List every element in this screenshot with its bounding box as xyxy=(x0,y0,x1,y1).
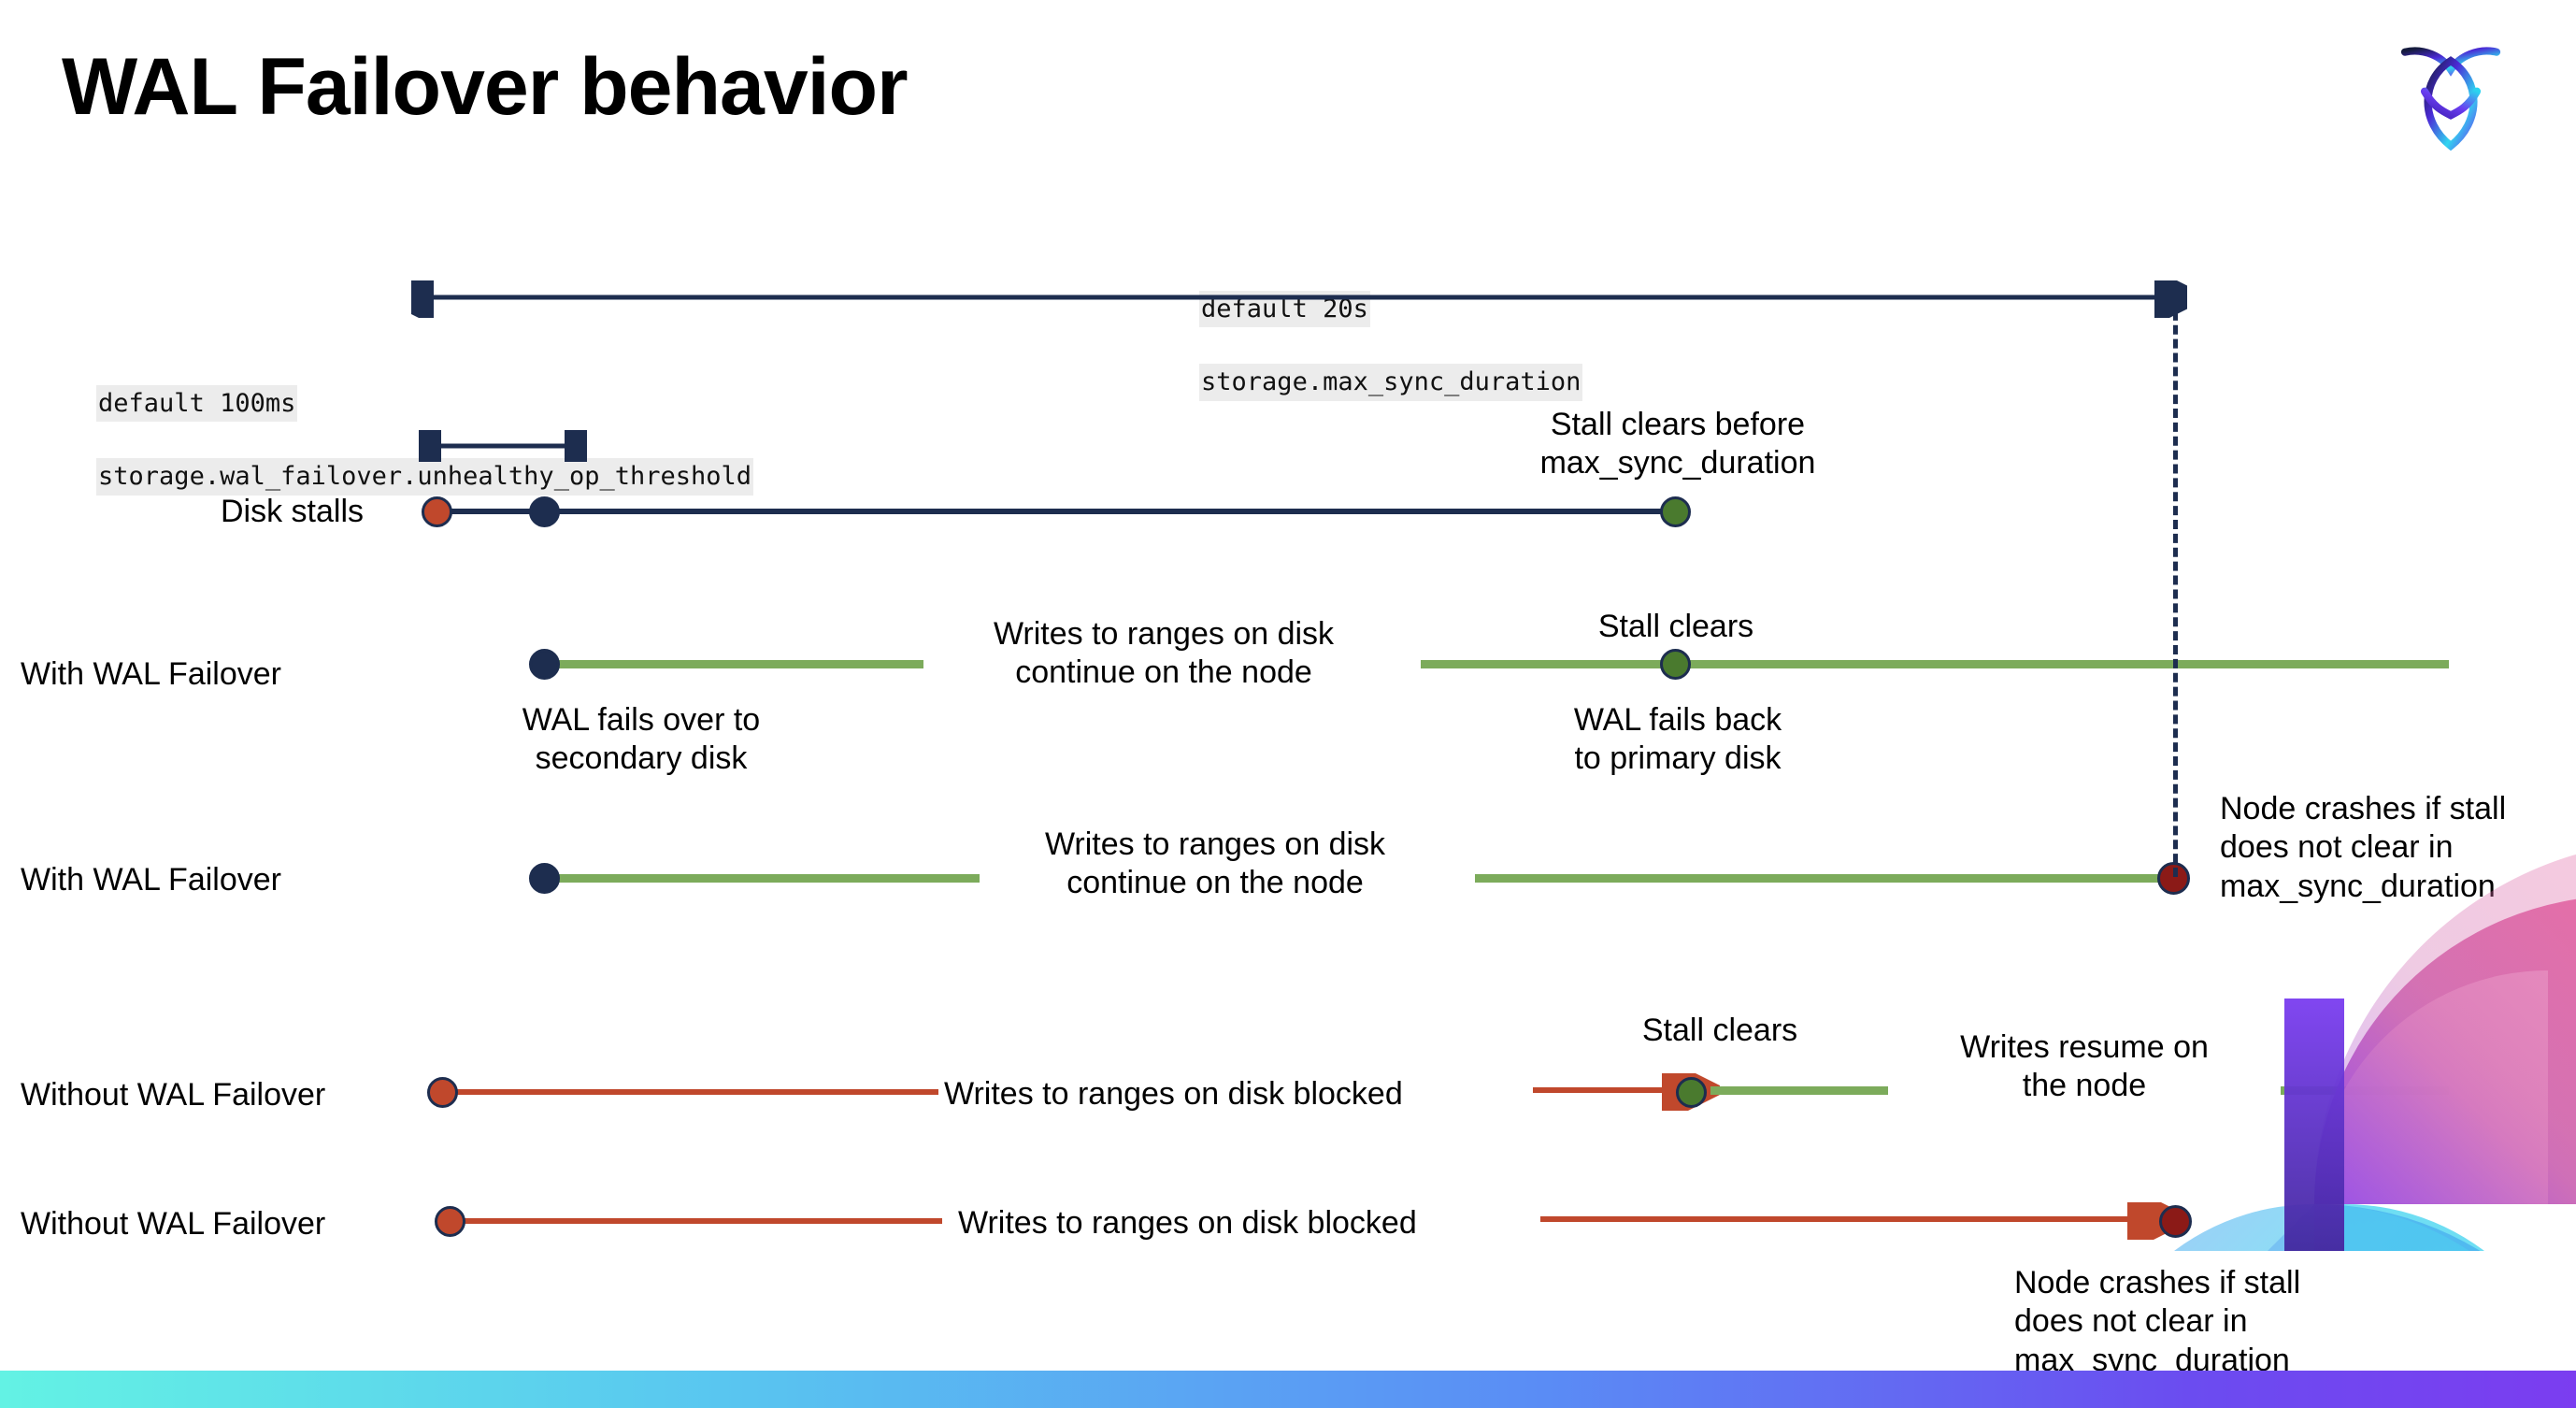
note-stall-clears-2: Stall clears xyxy=(1641,1013,1798,1048)
wal-failover-start-dot-2 xyxy=(529,863,560,894)
without-failover-stall-start-dot-2 xyxy=(435,1206,465,1237)
note-wal-fails-over: WAL fails over to secondary disk xyxy=(522,702,761,777)
note-stall-clears-before-max-sync: Stall clears before max_sync_duration xyxy=(1539,407,1816,481)
max-sync-duration-span-arrow xyxy=(411,280,2187,318)
note-writes-resume: Writes resume on the node xyxy=(1960,1029,2209,1104)
row-label-without-wal-failover-1: Without WAL Failover xyxy=(21,1077,326,1113)
wal-failover-crash-line-left xyxy=(542,874,980,883)
note-writes-continue-1: Writes to ranges on disk continue on the… xyxy=(993,616,1335,691)
without-failover-resume-line-1 xyxy=(1710,1086,1888,1095)
without-failover-resume-line-2 xyxy=(2281,1086,2449,1095)
note-writes-continue-2: Writes to ranges on disk continue on the… xyxy=(1044,826,1386,901)
unhealthy-default-label: default 100ms xyxy=(96,385,298,423)
disk-stall-failover-dot xyxy=(529,496,560,527)
wal-failover-start-dot-1 xyxy=(529,649,560,680)
wal-failover-secondary-line-right xyxy=(1421,660,2449,668)
note-node-crashes-2: Node crashes if stall does not clear in … xyxy=(2014,1265,2301,1378)
disk-stall-start-dot xyxy=(422,496,452,527)
row-label-with-wal-failover-2: With WAL Failover xyxy=(21,862,281,898)
note-node-crashes-1: Node crashes if stall does not clear in … xyxy=(2220,791,2507,904)
without-failover-blocked-arrow-2 xyxy=(1540,1202,2185,1240)
unhealthy-op-threshold-span-arrow xyxy=(419,430,587,462)
disk-stalls-timeline xyxy=(439,509,1682,514)
note-wal-fails-back: WAL fails back to primary disk xyxy=(1573,702,1782,777)
row-label-disk-stalls: Disk stalls xyxy=(221,494,365,529)
note-writes-blocked-1: Writes to ranges on disk blocked xyxy=(944,1076,1403,1112)
without-failover-blocked-line-2a xyxy=(456,1218,942,1224)
node-crash-caption-box xyxy=(1982,1251,2576,1382)
row-label-with-wal-failover-1: With WAL Failover xyxy=(21,656,281,692)
node-crash-dot-2 xyxy=(2159,1205,2192,1238)
without-failover-blocked-arrow-1 xyxy=(1533,1073,1720,1111)
disk-stall-clear-dot xyxy=(1660,496,1691,527)
unhealthy-setting-label: storage.wal_failover.unhealthy_op_thresh… xyxy=(96,458,754,496)
max-sync-duration-dashed-connector xyxy=(2173,297,2178,877)
without-failover-blocked-line-1a xyxy=(449,1089,938,1095)
max-sync-setting-label: storage.max_sync_duration xyxy=(1199,364,1583,401)
wal-failover-stall-clear-dot-1 xyxy=(1660,649,1691,680)
without-failover-stall-clear-dot xyxy=(1676,1077,1707,1108)
wal-failover-crash-line-right xyxy=(1475,874,2176,883)
note-writes-blocked-2: Writes to ranges on disk blocked xyxy=(958,1205,1417,1241)
note-stall-clears-1: Stall clears xyxy=(1597,609,1754,644)
cockroachdb-logo-icon xyxy=(2385,28,2516,159)
unhealthy-op-threshold-annotation: default 100ms storage.wal_failover.unhea… xyxy=(36,349,754,532)
page-title: WAL Failover behavior xyxy=(62,42,909,132)
row-label-without-wal-failover-2: Without WAL Failover xyxy=(21,1206,326,1242)
footer-gradient-bar xyxy=(0,1371,2576,1408)
without-failover-stall-start-dot-1 xyxy=(427,1077,458,1108)
wal-failover-secondary-line-left xyxy=(542,660,923,668)
